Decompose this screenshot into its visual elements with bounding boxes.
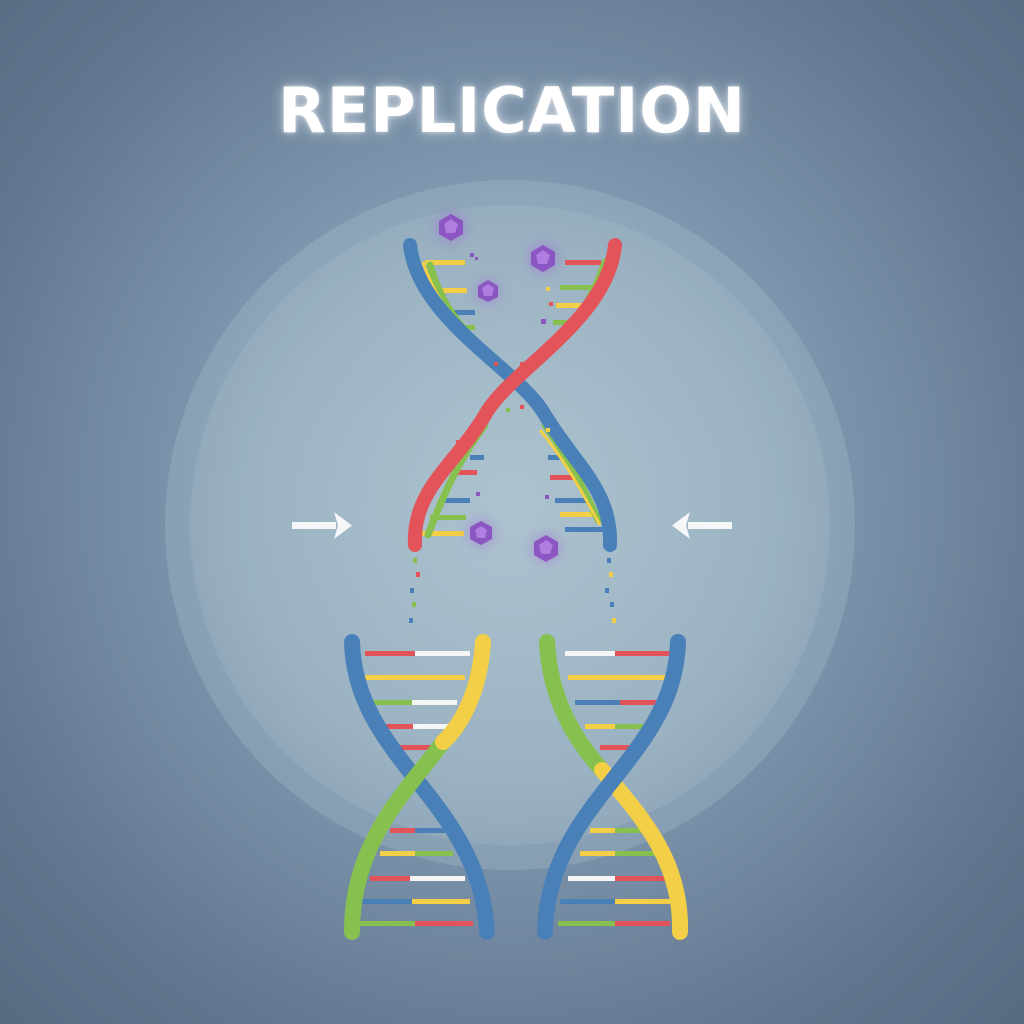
enzyme-icon [466, 518, 496, 548]
parent-base-pairs [422, 260, 605, 536]
enzyme-icon [530, 532, 562, 564]
cell-halo-inner [190, 205, 830, 845]
parent-strand-red [407, 238, 622, 552]
parent-strand-blue [403, 238, 618, 552]
daughter-left-base-pairs [360, 651, 473, 926]
enzyme-icon [526, 241, 560, 275]
daughter-left-strand-green [344, 734, 451, 940]
daughter-right-strand-green [539, 634, 610, 778]
free-nucleotides [409, 253, 616, 623]
daughter-right-base-pairs [558, 651, 670, 926]
daughter-helix-left [344, 634, 495, 940]
daughter-helix-right [537, 634, 689, 940]
parent-inner-strand-yellow-lower-right [538, 429, 602, 526]
parent-helix [403, 238, 622, 552]
enzyme-icon [474, 277, 502, 305]
enzyme-icon [434, 210, 468, 244]
diagram-title: REPLICATION [278, 74, 746, 147]
arrow-left-icon [672, 512, 732, 539]
daughter-left-strand-yellow [435, 634, 491, 750]
daughter-right-strand-blue [537, 634, 686, 940]
arrow-right-icon [292, 512, 352, 539]
